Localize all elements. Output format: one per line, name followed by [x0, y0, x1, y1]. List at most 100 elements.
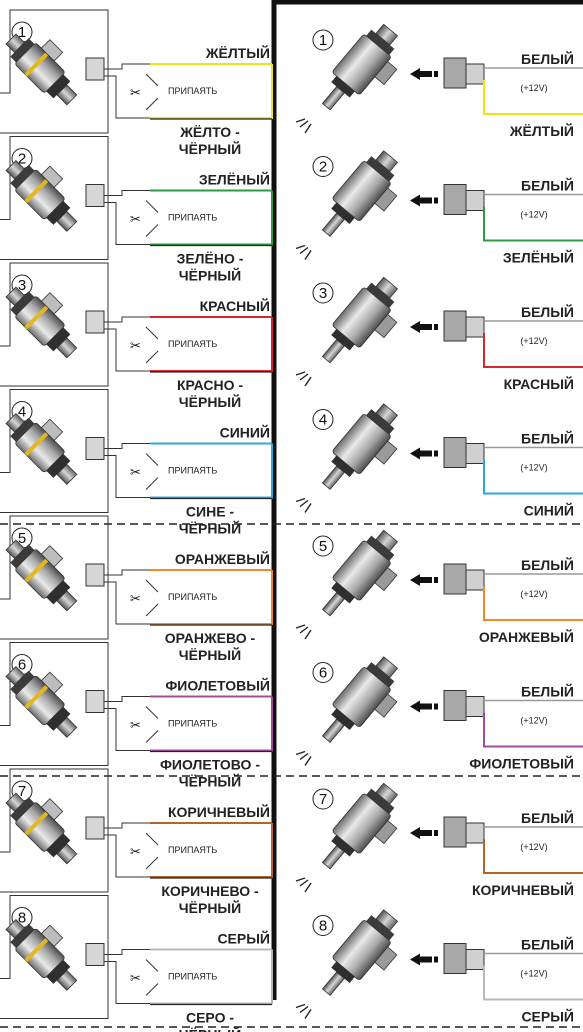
spray-line — [299, 752, 309, 761]
spray-line — [295, 371, 306, 376]
injector-number: 2 — [18, 151, 26, 168]
white-wire-label: БЕЛЫЙ — [521, 556, 574, 573]
injector-oring — [366, 788, 395, 815]
number-circle — [312, 156, 334, 177]
injector-nozzle — [321, 845, 345, 870]
wire-to-solder — [104, 696, 150, 702]
voltage-label: (+12V) — [520, 336, 547, 346]
injector-number: 2 — [319, 159, 327, 176]
scissors-icon: ✂ — [130, 86, 141, 101]
fuel-injector-icon — [321, 656, 399, 743]
injector-connector — [40, 292, 64, 315]
arrow-shaft — [420, 324, 432, 330]
injector-nozzle — [56, 210, 78, 232]
connector-plug — [85, 563, 105, 587]
wire-color-label: ОРАНЖЕВЫЙ — [175, 550, 270, 567]
injector-collar — [331, 961, 355, 984]
cut-mark — [145, 477, 159, 490]
injector-inlet — [5, 918, 25, 939]
signal-wire-black — [150, 64, 273, 119]
arrow-left-icon — [410, 447, 420, 460]
signal-wire-black — [150, 696, 273, 752]
injector-band — [24, 811, 49, 836]
solder-label: ПРИПАЯТЬ — [168, 592, 217, 602]
arrow-left-icon — [410, 700, 420, 713]
injector-oring — [10, 923, 35, 948]
scissors-icon: ✂ — [130, 213, 141, 228]
spray-line — [304, 503, 312, 513]
injector-frame — [0, 768, 109, 893]
connector-plug — [85, 57, 105, 81]
injector-connector — [374, 313, 398, 339]
cut-mark — [145, 579, 159, 593]
signal-wire — [483, 333, 583, 368]
injector-nozzle — [56, 969, 78, 991]
voltage-label: (+12V) — [520, 969, 547, 979]
arrow-left-icon — [410, 827, 420, 839]
wire-color-black-label: СЕРО -ЧЁРНЫЙ — [179, 1010, 241, 1032]
mating-connector — [443, 943, 467, 974]
spray-line — [299, 246, 309, 255]
spray-line — [299, 373, 309, 381]
injector-collar — [46, 74, 71, 99]
signal-wire-black — [150, 823, 273, 878]
label-line: ЧЁРНЫЙ — [179, 267, 241, 284]
injector-connector — [40, 39, 64, 62]
wire-to-solder — [104, 455, 150, 498]
wire-to-solder — [104, 708, 150, 751]
spray-icon — [295, 624, 312, 640]
injector-number: 5 — [319, 538, 327, 555]
injector-oring — [366, 29, 395, 56]
voltage-label: (+12V) — [520, 589, 547, 599]
injector-collar — [46, 327, 71, 352]
label-line: ФИОЛЕТОВО - — [160, 757, 260, 773]
injector-nozzle — [56, 84, 78, 106]
injector-nozzle — [56, 337, 78, 359]
voltage-label: (+12V) — [520, 842, 547, 852]
connector-plug — [85, 943, 105, 966]
label-line: ЧЁРНЫЙ — [179, 773, 241, 790]
wire-color-black-label: КОРИЧНЕВО -ЧЁРНЫЙ — [161, 883, 259, 916]
arrow-dash — [434, 956, 438, 963]
cut-mark — [145, 326, 159, 340]
injector-collar — [46, 706, 71, 731]
wire-color-label: ЗЕЛЁНЫЙ — [503, 249, 574, 266]
wire-to-solder — [104, 443, 150, 449]
label-line: СЕРО - — [186, 1010, 234, 1026]
arrow-dash — [434, 71, 438, 77]
arrow-dash — [434, 450, 438, 457]
signal-wire-black — [150, 949, 273, 1005]
arrow-dash — [434, 830, 438, 836]
injector-collar — [46, 580, 71, 605]
arrow-left-icon — [410, 953, 420, 966]
white-wire-label: БЕЛЫЙ — [521, 303, 574, 320]
scissors-icon: ✂ — [130, 339, 141, 354]
injector-number: 3 — [18, 277, 26, 294]
injector-number: 1 — [319, 32, 327, 49]
white-wire-label: БЕЛЫЙ — [521, 50, 574, 67]
injector-band — [24, 178, 49, 203]
spray-line — [295, 497, 306, 503]
injector-connector — [40, 924, 64, 947]
spray-icon — [295, 877, 312, 893]
mating-connector-cap — [465, 190, 485, 211]
white-wire-label: БЕЛЫЙ — [521, 430, 574, 447]
signal-wire-black — [150, 570, 273, 625]
injector-inlet — [5, 665, 25, 686]
arrow-shaft — [420, 830, 432, 836]
label-line: ЧЁРНЫЙ — [179, 1026, 241, 1032]
signal-wire — [483, 586, 583, 621]
solder-label: ПРИПАЯТЬ — [168, 972, 217, 982]
injector-nozzle — [321, 212, 345, 237]
wire-color-label: СИНИЙ — [220, 424, 270, 441]
injector-collar — [331, 328, 355, 351]
fuel-injector-icon — [5, 792, 78, 865]
scissors-icon: ✂ — [130, 719, 141, 734]
spray-icon — [295, 118, 312, 134]
